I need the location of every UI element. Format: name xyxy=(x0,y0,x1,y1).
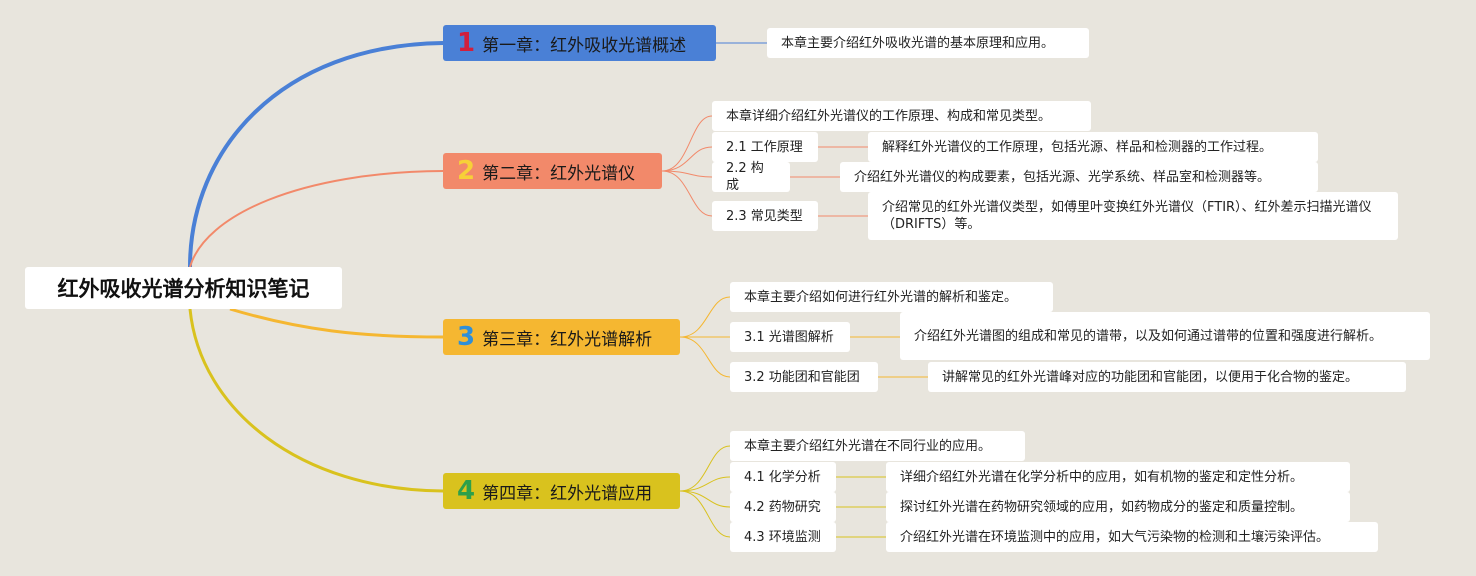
chapter-2-intro[interactable]: 本章详细介绍红外光谱仪的工作原理、构成和常见类型。 xyxy=(712,101,1091,131)
chapter-2-node[interactable]: 2 第二章：红外光谱仪 xyxy=(443,153,662,189)
chapter-2-number: 2 xyxy=(457,156,476,186)
edge-ch2-s1 xyxy=(661,146,713,172)
chapter-4-section-3-desc[interactable]: 介绍红外光谱在环境监测中的应用，如大气污染物的检测和土壤污染评估。 xyxy=(886,522,1378,552)
edge-ch2-s2 xyxy=(661,170,713,178)
edge-ch4-s1 xyxy=(679,476,731,492)
chapter-2-section-2[interactable]: 2.2 构成 xyxy=(712,161,790,193)
chapter-3-section-2-desc[interactable]: 讲解常见的红外光谱峰对应的功能团和官能团，以便用于化合物的鉴定。 xyxy=(928,362,1406,392)
chapter-4-title: 第四章：红外光谱应用 xyxy=(482,483,653,504)
edge-root-ch2 xyxy=(189,170,444,268)
chapter-2-section-2-desc[interactable]: 介绍红外光谱仪的构成要素，包括光源、光学系统、样品室和检测器等。 xyxy=(840,162,1318,192)
chapter-4-number: 4 xyxy=(457,476,476,506)
edge-ch2-s3 xyxy=(661,170,713,217)
chapter-1-title: 第一章：红外吸收光谱概述 xyxy=(482,35,687,56)
chapter-3-section-2[interactable]: 3.2 功能团和官能团 xyxy=(730,362,878,392)
edge-root-ch1 xyxy=(188,41,444,268)
chapter-4-section-2-desc[interactable]: 探讨红外光谱在药物研究领域的应用，如药物成分的鉴定和质量控制。 xyxy=(886,492,1350,522)
chapter-4-section-1-desc[interactable]: 详细介绍红外光谱在化学分析中的应用，如有机物的鉴定和定性分析。 xyxy=(886,462,1350,492)
edge-ch3-s2 xyxy=(679,336,731,378)
chapter-3-number: 3 xyxy=(457,322,476,352)
chapter-3-node[interactable]: 3 第三章：红外光谱解析 xyxy=(443,319,680,355)
edge-root-ch4 xyxy=(188,308,444,493)
chapter-2-section-3[interactable]: 2.3 常见类型 xyxy=(712,201,818,231)
chapter-4-section-2[interactable]: 4.2 药物研究 xyxy=(730,492,836,522)
chapter-3-title: 第三章：红外光谱解析 xyxy=(482,329,653,350)
edge-ch4-s2 xyxy=(679,490,731,508)
chapter-1-intro[interactable]: 本章主要介绍红外吸收光谱的基本原理和应用。 xyxy=(767,28,1089,58)
edge-ch4-s3 xyxy=(679,490,731,538)
edge-ch2-intro xyxy=(661,115,713,172)
chapter-4-section-1[interactable]: 4.1 化学分析 xyxy=(730,462,836,492)
edge-ch3-intro xyxy=(679,296,731,338)
chapter-3-section-1[interactable]: 3.1 光谱图解析 xyxy=(730,322,850,352)
chapter-1-number: 1 xyxy=(457,28,476,58)
chapter-4-intro[interactable]: 本章主要介绍红外光谱在不同行业的应用。 xyxy=(730,431,1025,461)
chapter-1-node[interactable]: 1 第一章：红外吸收光谱概述 xyxy=(443,25,716,61)
chapter-2-section-1-desc[interactable]: 解释红外光谱仪的工作原理，包括光源、样品和检测器的工作过程。 xyxy=(868,132,1318,162)
chapter-2-title: 第二章：红外光谱仪 xyxy=(482,163,636,184)
chapter-3-section-1-desc[interactable]: 介绍红外光谱图的组成和常见的谱带，以及如何通过谱带的位置和强度进行解析。 xyxy=(900,312,1430,360)
chapter-2-section-1[interactable]: 2.1 工作原理 xyxy=(712,132,818,162)
edge-root-ch3 xyxy=(229,307,444,339)
root-node[interactable]: 红外吸收光谱分析知识笔记 xyxy=(25,267,342,309)
edge-ch4-intro xyxy=(679,445,731,492)
chapter-3-intro[interactable]: 本章主要介绍如何进行红外光谱的解析和鉴定。 xyxy=(730,282,1053,312)
chapter-4-section-3[interactable]: 4.3 环境监测 xyxy=(730,522,836,552)
chapter-4-node[interactable]: 4 第四章：红外光谱应用 xyxy=(443,473,680,509)
chapter-2-section-3-desc[interactable]: 介绍常见的红外光谱仪类型，如傅里叶变换红外光谱仪（FTIR）、红外差示扫描光谱仪… xyxy=(868,192,1398,240)
